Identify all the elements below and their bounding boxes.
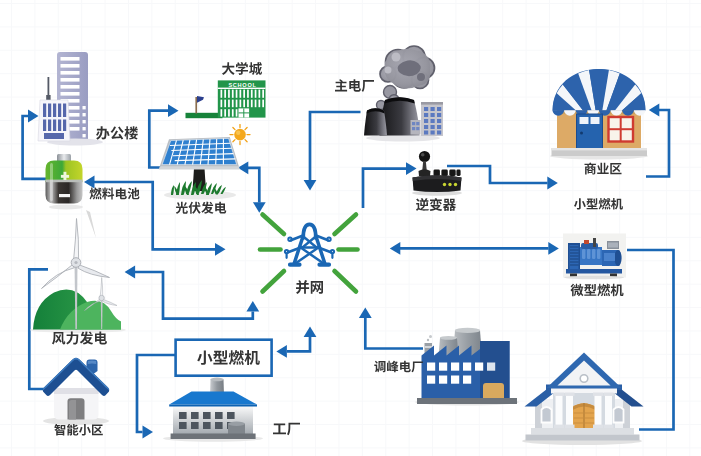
svg-text:SCHOOL: SCHOOL	[228, 82, 256, 88]
